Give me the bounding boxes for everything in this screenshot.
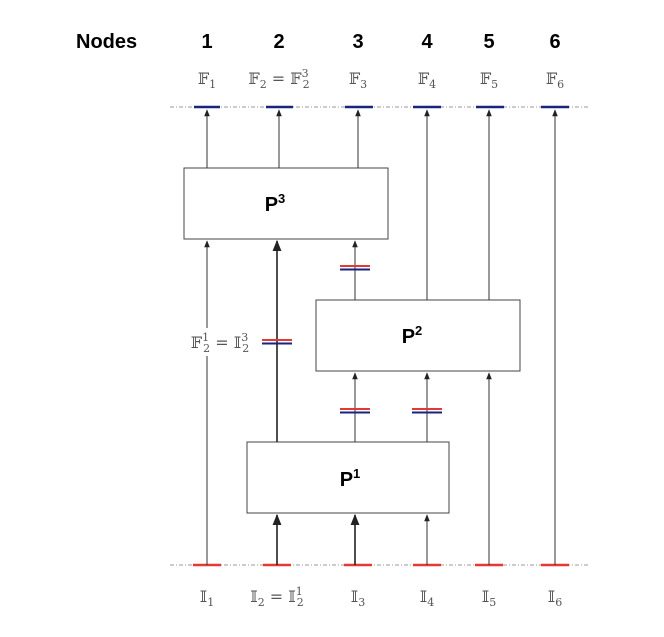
edges-p3-to-outputs [204,109,361,168]
output-label-3: 𝔽3 [349,69,367,91]
node-number-4: 4 [421,31,433,53]
process-box-p3: P3 [183,167,389,240]
node-number-2: 2 [273,31,284,53]
edges-inputs-to-p1 [272,513,430,565]
output-label-4: 𝔽4 [418,69,436,91]
interface-marker-node2 [262,339,292,345]
node-number-5: 5 [483,31,494,53]
output-label-6: 𝔽6 [546,69,564,91]
process-box-p2: P2 [315,299,521,372]
interface-marker-node4 [412,408,442,414]
mid-label-bg [186,328,258,356]
input-label-6: 𝕀6 [548,587,562,609]
interface-marker-node3-upper [340,265,370,271]
input-label-5: 𝕀5 [482,587,496,609]
output-label-5: 𝔽5 [480,69,498,91]
process-box-p1: P1 [246,441,450,514]
process-label-p1: P1 [340,466,361,491]
input-label-4: 𝕀4 [420,587,434,609]
input-label-3: 𝕀3 [351,587,365,609]
process-label-p2: P2 [402,323,423,348]
nodes-header: Nodes [76,31,137,53]
edges-p2-to-outputs [424,109,492,300]
interface-marker-node3-lower [340,408,370,414]
node-number-3: 3 [352,31,363,53]
node-number-6: 6 [549,31,560,53]
node-number-1: 1 [201,31,212,53]
node-number-row: 1 2 3 4 5 6 [201,31,560,53]
process-label-p3: P3 [265,191,286,216]
input-label-1: 𝕀1 [200,587,214,609]
output-label-1: 𝔽1 [198,69,216,91]
